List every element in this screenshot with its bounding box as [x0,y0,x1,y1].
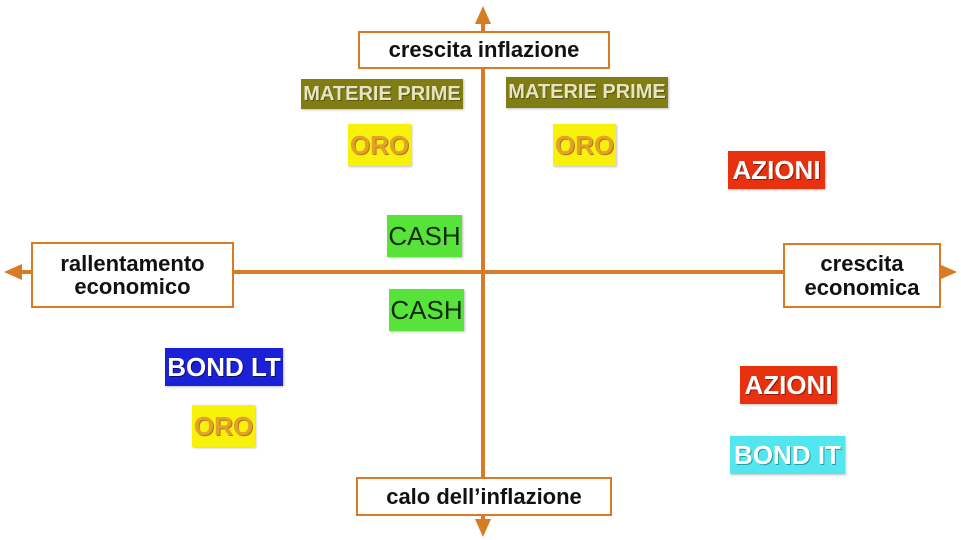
arrow-up-icon [475,6,491,24]
tag-oro-top-left-label: ORO [349,129,410,160]
tag-cash-bottom-label: CASH [390,294,463,325]
tag-materie-prime-left: MATERIE PRIME [301,79,463,109]
tag-azioni-top-right: AZIONI [728,151,825,189]
tag-cash-top-label: CASH [388,220,461,251]
axis-label-bottom: calo dell’inflazione [356,477,612,516]
tag-cash-bottom: CASH [389,289,464,331]
tag-oro-bottom-left-label: ORO [193,410,254,441]
axis-label-left: rallentamento economico [31,242,234,308]
axis-label-bottom-text: calo dell’inflazione [386,483,582,509]
arrow-down-icon [475,519,491,537]
axis-label-left-text: rallentamento economico [60,250,205,299]
tag-cash-top: CASH [387,215,462,257]
tag-oro-top-left: ORO [348,124,411,166]
tag-azioni-top-right-label: AZIONI [732,154,821,185]
axis-label-right: crescita economica [783,243,941,308]
tag-bond-lt: BOND LT [165,348,283,386]
tag-oro-bottom-left: ORO [192,405,255,447]
tag-oro-top-right: ORO [553,124,616,166]
arrow-right-icon [939,264,957,280]
tag-azioni-bottom-right-label: AZIONI [744,369,833,400]
axis-label-top-text: crescita inflazione [388,37,580,63]
arrow-left-icon [4,264,22,280]
tag-bond-it-label: BOND IT [734,439,841,470]
tag-oro-top-right-label: ORO [554,129,615,160]
tag-materie-prime-right-label: MATERIE PRIME [508,81,666,103]
tag-materie-prime-left-label: MATERIE PRIME [303,82,461,105]
axis-label-top: crescita inflazione [358,31,610,69]
tag-azioni-bottom-right: AZIONI [740,366,837,404]
tag-bond-lt-label: BOND LT [167,351,281,382]
tag-materie-prime-right: MATERIE PRIME [506,77,668,108]
axis-label-right-text: crescita economica [804,251,920,300]
tag-bond-it: BOND IT [730,436,845,474]
